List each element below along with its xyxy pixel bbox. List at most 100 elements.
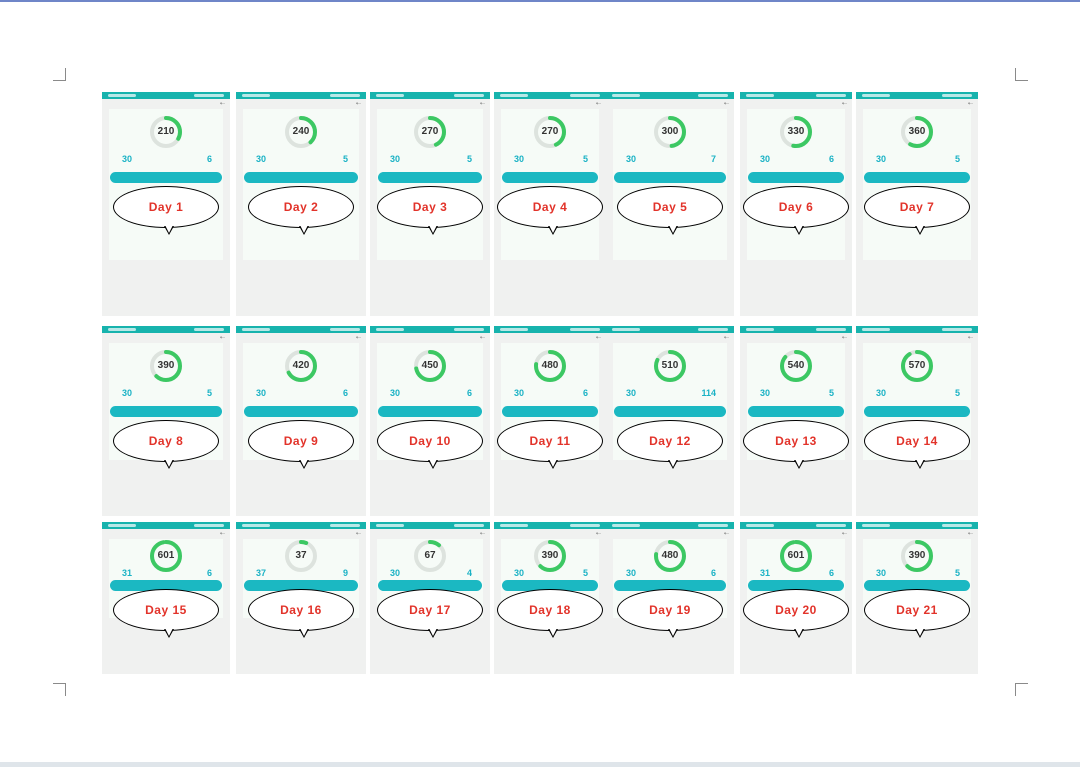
action-button[interactable] [614,172,726,183]
share-icon[interactable]: ⇠ [967,101,973,107]
share-icon[interactable]: ⇠ [219,101,225,107]
app-screenshot: ⇠ 540 30 5 Day 13 [740,326,852,516]
speech-bubble: Day 18 [497,589,603,631]
action-button[interactable] [864,406,970,417]
status-bar [102,92,230,99]
progress-ring-fill [654,350,686,382]
speech-bubble-tail [915,459,925,469]
progress-ring [780,116,812,148]
speech-bubble-tail [299,459,309,469]
progress-ring-fill [150,350,182,382]
speech-bubble-tail [428,628,438,638]
day-label: Day 8 [148,434,184,448]
share-icon[interactable]: ⇠ [967,335,973,341]
day-label: Day 15 [145,603,187,617]
share-icon[interactable]: ⇠ [595,101,601,107]
share-icon[interactable]: ⇠ [841,531,847,537]
share-icon[interactable]: ⇠ [479,101,485,107]
page-title [236,334,366,342]
progress-ring-fill [780,540,812,572]
speech-bubble: Day 14 [864,420,970,462]
action-button[interactable] [864,172,970,183]
action-button[interactable] [502,172,598,183]
status-icons-left [612,94,640,97]
share-icon[interactable]: ⇠ [479,335,485,341]
status-bar [236,522,366,529]
progress-value: 450 [421,360,439,371]
progress-ring-fill [414,540,446,572]
status-icons-left [376,524,404,527]
action-button[interactable] [748,172,844,183]
stat-left-value: 30 [390,568,401,578]
progress-ring [285,350,317,382]
action-button[interactable] [378,580,482,591]
status-icons-right [942,328,972,331]
app-screenshot: ⇠ 360 30 5 Day 7 [856,92,978,316]
action-button[interactable] [502,580,598,591]
stat-left-value: 30 [876,154,887,164]
share-icon[interactable]: ⇠ [219,335,225,341]
status-bar [494,522,606,529]
speech-bubble-tail [164,225,174,235]
action-button[interactable] [244,580,358,591]
share-icon[interactable]: ⇠ [723,335,729,341]
share-icon[interactable]: ⇠ [595,335,601,341]
app-screenshot: ⇠ 390 30 5 Day 21 [856,522,978,674]
status-bar [494,92,606,99]
progress-ring [414,350,446,382]
stat-left-value: 30 [876,388,887,398]
action-button[interactable] [244,406,358,417]
action-button[interactable] [614,580,726,591]
day-label: Day 20 [775,603,817,617]
page-title [102,100,230,108]
stat-right-value: 6 [206,154,212,164]
progress-ring-fill [534,116,566,148]
day-label: Day 11 [529,434,571,448]
share-icon[interactable]: ⇠ [723,101,729,107]
app-screenshot: ⇠ 240 30 5 Day 2 [236,92,366,316]
share-icon[interactable]: ⇠ [355,335,361,341]
progress-value: 540 [787,360,805,371]
app-screenshot: ⇠ 450 30 6 Day 10 [370,326,490,516]
status-icons-left [108,94,136,97]
share-icon[interactable]: ⇠ [723,531,729,537]
share-icon[interactable]: ⇠ [595,531,601,537]
action-button[interactable] [110,580,222,591]
share-icon[interactable]: ⇠ [219,531,225,537]
share-icon[interactable]: ⇠ [967,531,973,537]
progress-value: 480 [661,550,679,561]
status-bar [370,92,490,99]
status-icons-left [376,94,404,97]
share-icon[interactable]: ⇠ [479,531,485,537]
page-title [494,334,606,342]
action-button[interactable] [378,172,482,183]
action-button[interactable] [614,406,726,417]
action-button[interactable] [244,172,358,183]
stat-right-value: 5 [342,154,348,164]
action-button[interactable] [110,406,222,417]
speech-bubble: Day 7 [864,186,970,228]
status-icons-right [330,328,360,331]
progress-ring-fill [901,540,933,572]
share-icon[interactable]: ⇠ [841,335,847,341]
action-button[interactable] [378,406,482,417]
status-bar [102,326,230,333]
stat-left-value: 31 [122,568,133,578]
page-title [856,100,978,108]
action-button[interactable] [110,172,222,183]
day-label: Day 14 [896,434,938,448]
progress-ring [654,540,686,572]
action-button[interactable] [864,580,970,591]
status-icons-right [194,524,224,527]
share-icon[interactable]: ⇠ [355,531,361,537]
progress-ring [534,350,566,382]
action-button[interactable] [748,580,844,591]
status-icons-left [500,94,528,97]
status-bar [494,326,606,333]
status-bar [856,522,978,529]
share-icon[interactable]: ⇠ [355,101,361,107]
share-icon[interactable]: ⇠ [841,101,847,107]
status-icons-left [746,94,774,97]
action-button[interactable] [502,406,598,417]
action-button[interactable] [748,406,844,417]
